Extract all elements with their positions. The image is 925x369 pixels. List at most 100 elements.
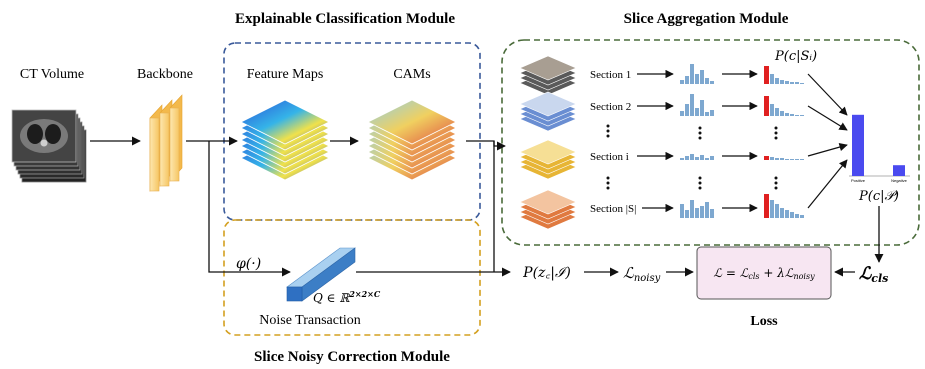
probability-blue-bar — [780, 111, 784, 116]
section-label: Section 2 — [590, 101, 631, 113]
q-label: Q ∈ ℝ2×2×C — [313, 289, 381, 305]
probability-blue-bar — [775, 158, 779, 160]
l-cls-label: ℒcls — [859, 264, 888, 285]
patient-probability-chart — [849, 114, 910, 177]
loss-box — [696, 246, 832, 300]
histogram-bar — [690, 200, 694, 218]
probability-blue-bar — [795, 82, 799, 84]
feature-maps-label: Feature Maps — [247, 67, 324, 82]
probability-red-bar — [764, 194, 769, 218]
aggregation-module-title: Slice Aggregation Module — [624, 11, 789, 27]
probability-blue-bar — [800, 115, 804, 116]
noise-transaction-label: Noise Transaction — [259, 313, 361, 328]
probability-blue-bar — [780, 158, 784, 160]
probability-red-bar — [764, 156, 769, 160]
slice-slab — [519, 91, 577, 117]
histogram-bar — [690, 64, 694, 84]
explainable-module-title: Explainable Classification Module — [235, 11, 455, 27]
histogram-bar — [710, 110, 714, 116]
noise-transaction-prism — [286, 247, 356, 302]
section-labels: Section 1 Section 2 Section i Section |S… — [590, 69, 636, 215]
probability-blue-bar — [785, 210, 789, 218]
histogram-bar — [690, 94, 694, 116]
l-noisy-label: ℒnoisy — [623, 264, 661, 284]
histogram-bar — [695, 74, 699, 84]
prob-to-patient-arrows — [807, 73, 848, 209]
probability-blue-bar — [795, 214, 799, 218]
probability-blue-bar — [770, 74, 774, 84]
probability-blue-bar — [800, 83, 804, 84]
probability-blue-bar — [795, 159, 799, 160]
probability-blue-bar — [800, 159, 804, 160]
backbone-block — [149, 94, 183, 192]
patient-chart-bar-positive — [852, 114, 864, 176]
ct-volume-stack — [11, 109, 87, 183]
histogram-bar — [680, 204, 684, 218]
section-label: Section 1 — [590, 69, 631, 81]
probability-blue-bar — [790, 82, 794, 84]
patient-chart-bar-negative — [893, 165, 905, 176]
histogram-bar — [690, 154, 694, 160]
histogram-bar — [700, 155, 704, 160]
section-label: Section |S| — [590, 203, 636, 215]
section-to-hist-arrows — [637, 69, 674, 213]
probability-blue-bar — [790, 114, 794, 116]
p-patient-label: P(c|𝒫) — [858, 189, 899, 204]
histogram-bar — [685, 76, 689, 84]
histogram-bar — [695, 108, 699, 116]
feature-map-slab — [240, 99, 330, 145]
histogram-bar — [685, 156, 689, 160]
slice-slab — [519, 189, 577, 215]
ct-volume-label: CT Volume — [20, 67, 84, 82]
histogram-bar — [695, 208, 699, 218]
probability-blue-bar — [790, 212, 794, 218]
negative-label: Negative — [891, 178, 908, 183]
probability-blue-bar — [785, 81, 789, 84]
histogram-bar — [700, 70, 704, 84]
histogram-bar — [685, 104, 689, 116]
histogram-bar — [705, 158, 709, 160]
backbone-label: Backbone — [137, 67, 193, 82]
probability-blue-bar — [770, 200, 774, 218]
histogram-bar — [710, 156, 714, 160]
histogram-bar — [680, 80, 684, 84]
slice-slab — [519, 55, 577, 81]
phi-label: φ(·) — [236, 256, 261, 272]
section-label: Section i — [590, 151, 629, 163]
cam-to-aggregation-arrow — [466, 140, 506, 151]
p-section-label: P(c|Sᵢ) — [774, 49, 817, 64]
probability-blue-bar — [800, 215, 804, 218]
noisy-module-title: Slice Noisy Correction Module — [254, 349, 450, 365]
histogram-bar — [710, 209, 714, 218]
histogram-bar — [705, 202, 709, 218]
cams-stack — [367, 99, 457, 181]
histogram-bar — [695, 157, 699, 160]
feature-maps-stack — [240, 99, 330, 181]
histogram-bar — [705, 112, 709, 116]
probability-blue-bar — [780, 208, 784, 218]
cams-label: CAMs — [393, 67, 430, 82]
cam-slab — [367, 99, 457, 145]
explainable-module-box — [223, 42, 481, 221]
histogram-bar — [710, 81, 714, 84]
histogram-bar — [680, 111, 684, 116]
histogram-bar — [700, 206, 704, 218]
vertical-ellipsis — [606, 124, 778, 190]
histogram-bar — [700, 100, 704, 116]
branch-to-noise-line — [208, 141, 291, 277]
probability-blue-bar — [785, 159, 789, 160]
probability-blue-bar — [775, 204, 779, 218]
probability-blue-bar — [775, 78, 779, 84]
probability-red-bar — [764, 66, 769, 84]
slice-stacks — [519, 55, 577, 230]
probability-blue-bar — [795, 115, 799, 116]
histogram-bar — [685, 210, 689, 218]
loss-title: Loss — [750, 314, 778, 329]
probability-blue-bar — [770, 104, 774, 116]
probability-blue-bar — [770, 157, 774, 160]
positive-label: Positive — [851, 178, 866, 183]
probability-blue-bar — [790, 159, 794, 160]
probability-red-bar — [764, 96, 769, 116]
loss-formula: ℒ = ℒcls + λℒnoisy — [713, 266, 815, 281]
histograms — [680, 64, 804, 218]
